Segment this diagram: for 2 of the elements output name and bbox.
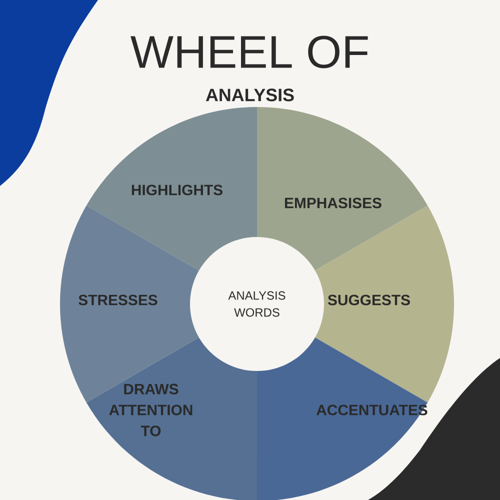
subtitle: ANALYSIS bbox=[206, 88, 294, 102]
title: WHEEL OF bbox=[130, 36, 368, 68]
